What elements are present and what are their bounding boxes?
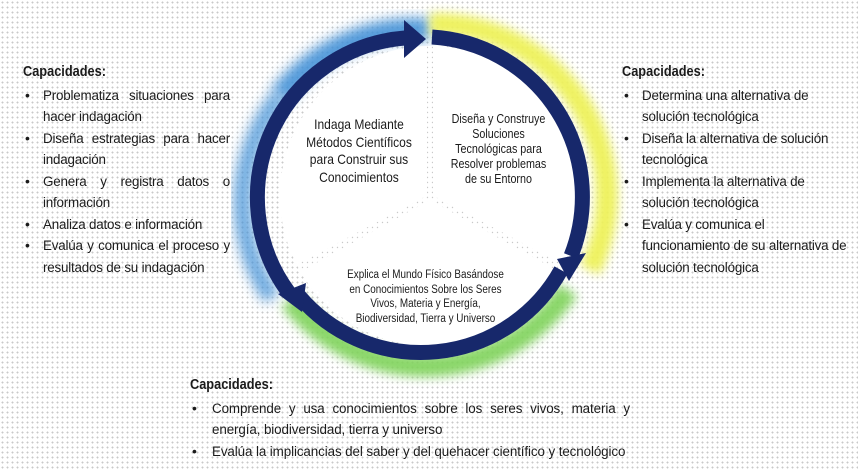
list-item: Evalúa la implicancias del saber y del q… — [190, 441, 630, 463]
segment-separators — [298, 46, 562, 271]
arrow-arc-left — [249, 30, 406, 298]
list-item: Problematiza situaciones para hacer inda… — [23, 85, 230, 128]
list-item: Analiza datos e información — [23, 214, 230, 236]
arrow-head-top — [404, 20, 426, 58]
list-item: Determina una alternativa de solución te… — [622, 85, 847, 128]
list-item: Implementa la alternativa de solución te… — [622, 171, 847, 214]
capacidades-bottom-list: Comprende y usa conocimientos sobre los … — [190, 398, 630, 463]
arrow-ring — [249, 20, 590, 360]
list-item: Evalúa y comunica el funcionamiento de s… — [622, 214, 847, 279]
capacidades-left-list: Problematiza situaciones para hacer inda… — [23, 85, 230, 279]
list-item: Comprende y usa conocimientos sobre los … — [190, 398, 630, 441]
capacidades-right: Capacidades: Determina una alternativa d… — [622, 62, 847, 278]
arrow-arc-bottom — [293, 266, 568, 360]
list-item: Evalúa y comunica el proceso y resultado… — [23, 235, 230, 278]
capacidades-right-list: Determina una alternativa de solución te… — [622, 85, 847, 279]
capacidades-left-title: Capacidades: — [23, 64, 106, 80]
arrow-head-right — [557, 253, 586, 281]
capacidades-bottom: Capacidades: Comprende y usa conocimient… — [190, 375, 630, 462]
capacidades-right-title: Capacidades: — [622, 64, 705, 80]
list-item: Genera y registra datos o información — [23, 171, 230, 214]
capacidades-left: Capacidades: Problematiza situaciones pa… — [23, 62, 230, 278]
arrow-head-left — [278, 283, 306, 312]
list-item: Diseña estrategias para hacer indagación — [23, 128, 230, 171]
segment-text-disena: Diseña y Construye Soluciones Tecnológic… — [450, 112, 547, 186]
segment-text-explica: Explica el Mundo Físico Basándose en Con… — [347, 269, 504, 325]
list-item: Diseña la alternativa de solución tecnol… — [622, 128, 847, 171]
capacidades-bottom-title: Capacidades: — [190, 377, 273, 393]
segment-text-indaga: Indaga Mediante Métodos Científicos para… — [306, 116, 412, 185]
arrow-arc-right — [431, 29, 590, 259]
